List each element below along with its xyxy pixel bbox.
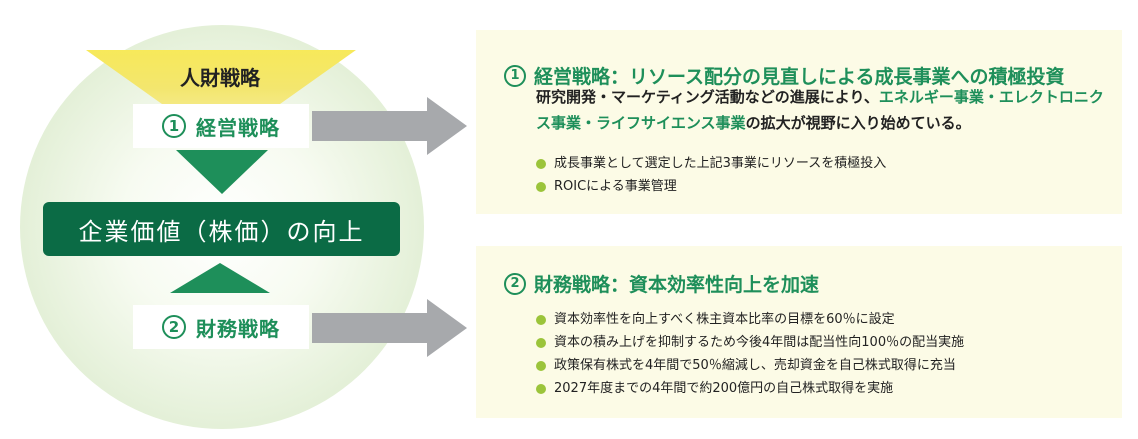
strategy2-box: 2 財務戦略 — [133, 305, 309, 349]
strategy1-box: 1 経営戦略 — [133, 104, 309, 148]
panel1-desc-part2: の拡大が視野に入り始めている。 — [745, 114, 971, 132]
panel2-title-text: 財務戦略：資本効率性向上を加速 — [534, 274, 820, 296]
bullet-dot-icon — [536, 360, 546, 371]
number-1-icon: 1 — [504, 64, 526, 87]
bullet-dot-icon — [536, 158, 546, 169]
list-item: 2027年度までの4年間で約200億円の自己株式取得を実施 — [536, 377, 964, 400]
list-item: 資本の積み上げを抑制するため今後4年間は配当性向100％の配当実施 — [536, 331, 964, 354]
bullet-dot-icon — [536, 181, 546, 192]
panel1-description: 研究開発・マーケティング活動などの進展により、エネルギー事業・エレクトロニクス事… — [536, 84, 1106, 136]
arrow-right-icon — [312, 299, 467, 357]
strategy1-label: 経営戦略 — [196, 115, 280, 140]
panel1-desc-part1: 研究開発・マーケティング活動などの進展により、 — [536, 88, 879, 106]
financial-strategy-panel: 2 財務戦略：資本効率性向上を加速 資本効率性を向上すべく株主資本比率の目標を6… — [476, 246, 1122, 418]
bullet-dot-icon — [536, 337, 546, 348]
corporate-value-box: 企業価値（株価）の向上 — [43, 202, 400, 256]
bullet-dot-icon — [536, 383, 546, 394]
panel1-title-text: 経営戦略：リソース配分の見直しによる成長事業への積極投資 — [534, 66, 1065, 88]
bullet-dot-icon — [536, 314, 546, 325]
number-2-icon: 2 — [162, 315, 186, 339]
arrow-right-icon — [312, 97, 467, 155]
number-2-icon: 2 — [504, 272, 526, 295]
panel1-desc-highlight: エネルギー事業・エレクトロニクス事業・ライフサイエンス事業 — [536, 88, 1104, 132]
number-1-icon: 1 — [162, 114, 186, 138]
panel2-bullet-list: 資本効率性を向上すべく株主資本比率の目標を60％に設定 資本の積み上げを抑制する… — [536, 308, 964, 400]
panel1-title: 1 経営戦略：リソース配分の見直しによる成長事業への積極投資 — [504, 62, 1064, 89]
panel2-title: 2 財務戦略：資本効率性向上を加速 — [504, 270, 819, 297]
list-item: 政策保有株式を4年間で50％縮減し、売却資金を自己株式取得に充当 — [536, 354, 964, 377]
list-item: ROICによる事業管理 — [536, 175, 886, 198]
management-strategy-panel: 1 経営戦略：リソース配分の見直しによる成長事業への積極投資 研究開発・マーケテ… — [476, 30, 1122, 214]
list-item: 成長事業として選定した上記3事業にリソースを積極投入 — [536, 152, 886, 175]
strategy2-label: 財務戦略 — [196, 316, 280, 341]
corporate-value-label: 企業価値（株価）の向上 — [78, 217, 365, 246]
funnel-label: 人財戦略 — [180, 66, 260, 90]
list-item: 資本効率性を向上すべく株主資本比率の目標を60％に設定 — [536, 308, 964, 331]
panel1-bullet-list: 成長事業として選定した上記3事業にリソースを積極投入 ROICによる事業管理 — [536, 152, 886, 198]
